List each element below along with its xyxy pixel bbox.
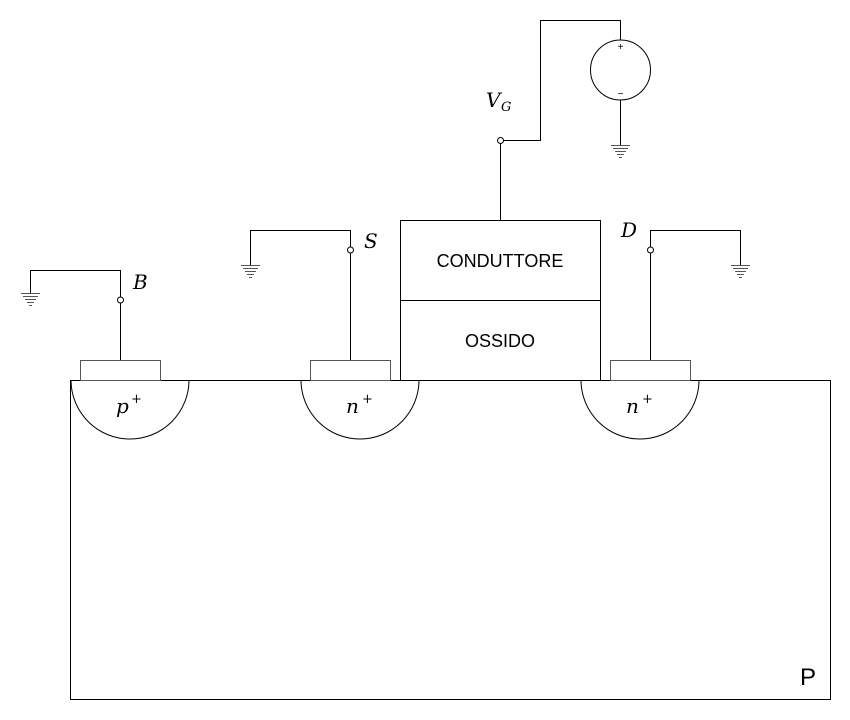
body-well: p + <box>70 379 190 440</box>
source-well: n + <box>300 379 420 440</box>
plus-sign: + <box>618 42 624 53</box>
source-well-type: n <box>346 394 359 418</box>
source-terminal[interactable] <box>347 246 354 254</box>
drain-terminal-label: D <box>620 218 637 242</box>
ground-icon <box>21 293 40 306</box>
source-well-doping: + <box>362 392 373 407</box>
gate-stack: CONDUTTORE OSSIDO <box>400 220 601 381</box>
drain-terminal[interactable] <box>647 246 654 254</box>
body-contact <box>80 360 161 381</box>
body-well-type: p <box>116 394 129 418</box>
drain-well-type: n <box>626 394 639 418</box>
conductor-label: CONDUTTORE <box>437 251 564 271</box>
drain-well-doping: + <box>642 392 653 407</box>
source-terminal-label: S <box>364 229 378 253</box>
gate-terminal-wiring: V G + − <box>486 20 651 220</box>
substrate-label: P <box>800 664 816 691</box>
source-contact <box>310 360 391 381</box>
oxide-label: OSSIDO <box>465 331 535 351</box>
gate-terminal-label: V <box>486 88 503 112</box>
gate-terminal[interactable] <box>497 137 504 144</box>
p-substrate <box>70 380 831 700</box>
ground-icon <box>611 145 630 158</box>
gate-terminal-subscript: G <box>501 100 511 115</box>
source-terminal-wiring: S <box>241 229 378 360</box>
ground-icon <box>241 265 260 278</box>
drain-terminal-wiring: D <box>620 218 750 360</box>
ground-icon <box>731 265 750 278</box>
minus-sign: − <box>618 89 624 100</box>
body-terminal-label: B <box>132 270 148 294</box>
body-terminal-wiring: B <box>21 270 148 360</box>
body-well-doping: + <box>131 392 142 407</box>
drain-contact <box>610 360 691 381</box>
gate-oxide <box>400 300 601 381</box>
voltage-source: + − <box>590 39 651 101</box>
drain-well: n + <box>580 379 700 440</box>
body-terminal[interactable] <box>117 296 124 304</box>
